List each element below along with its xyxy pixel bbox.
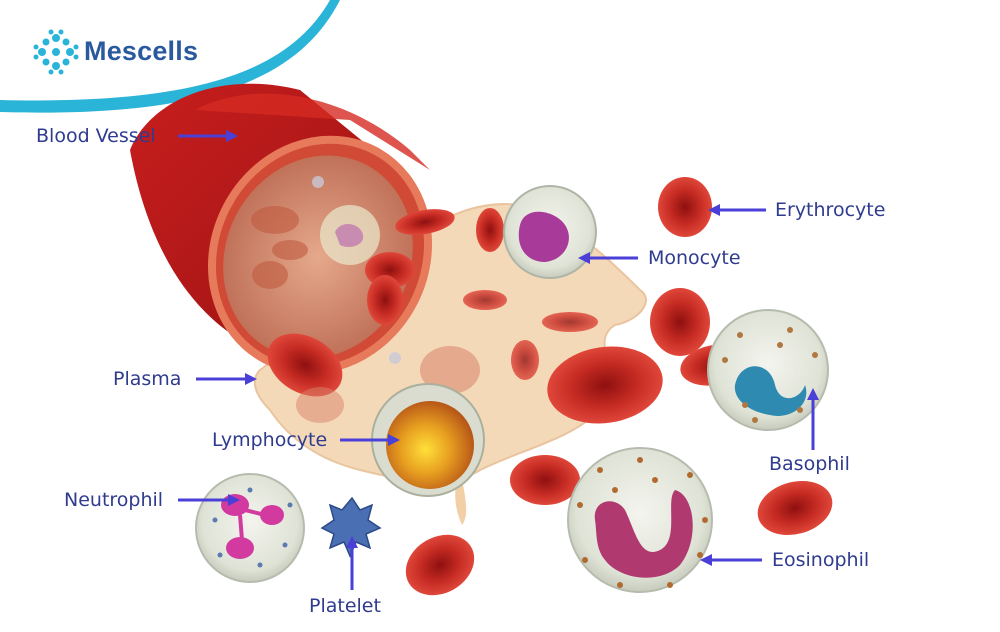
- label-monocyte: Monocyte: [648, 247, 741, 269]
- mescells-logo-icon: [33, 29, 79, 75]
- brand-name: Mescells: [84, 36, 199, 66]
- monocyte-cell: [503, 185, 597, 279]
- label-lymphocyte: Lymphocyte: [212, 429, 328, 451]
- rbc: [476, 208, 504, 252]
- label-blood-vessel: Blood Vessel: [36, 125, 156, 147]
- rbc: [395, 209, 455, 235]
- label-neutrophil: Neutrophil: [64, 489, 164, 511]
- rbc: [405, 534, 475, 596]
- rbc: [252, 261, 288, 289]
- small-platelets: [312, 176, 401, 364]
- logo-swoosh: [0, 0, 340, 113]
- rbc: [510, 455, 580, 505]
- platelet-cell: [320, 496, 382, 558]
- rbc: [296, 387, 344, 423]
- rbc: [757, 481, 833, 535]
- label-platelet: Platelet: [309, 595, 381, 617]
- brand: Mescells: [84, 36, 198, 67]
- red-blood-cells: [251, 177, 833, 596]
- rbc: [547, 346, 663, 424]
- rbc: [658, 177, 712, 237]
- rbc: [511, 340, 539, 380]
- rbc: [420, 346, 480, 394]
- vessel-wbc: [320, 205, 380, 265]
- label-eosinophil: Eosinophil: [772, 549, 870, 571]
- rbc: [463, 290, 507, 310]
- neutrophil-cell: [195, 473, 305, 583]
- rbc: [650, 288, 710, 356]
- rbc: [542, 312, 598, 332]
- rbc: [367, 275, 403, 325]
- label-plasma: Plasma: [113, 368, 182, 390]
- rbc: [251, 206, 299, 234]
- lymphocyte-cell: [371, 383, 485, 497]
- label-basophil: Basophil: [769, 453, 850, 475]
- eosinophil-cell: [567, 447, 713, 593]
- rbc: [267, 333, 343, 397]
- basophil-cell: [707, 309, 829, 431]
- rbc: [272, 240, 308, 260]
- label-arrows: [178, 130, 819, 590]
- label-erythrocyte: Erythrocyte: [775, 199, 886, 221]
